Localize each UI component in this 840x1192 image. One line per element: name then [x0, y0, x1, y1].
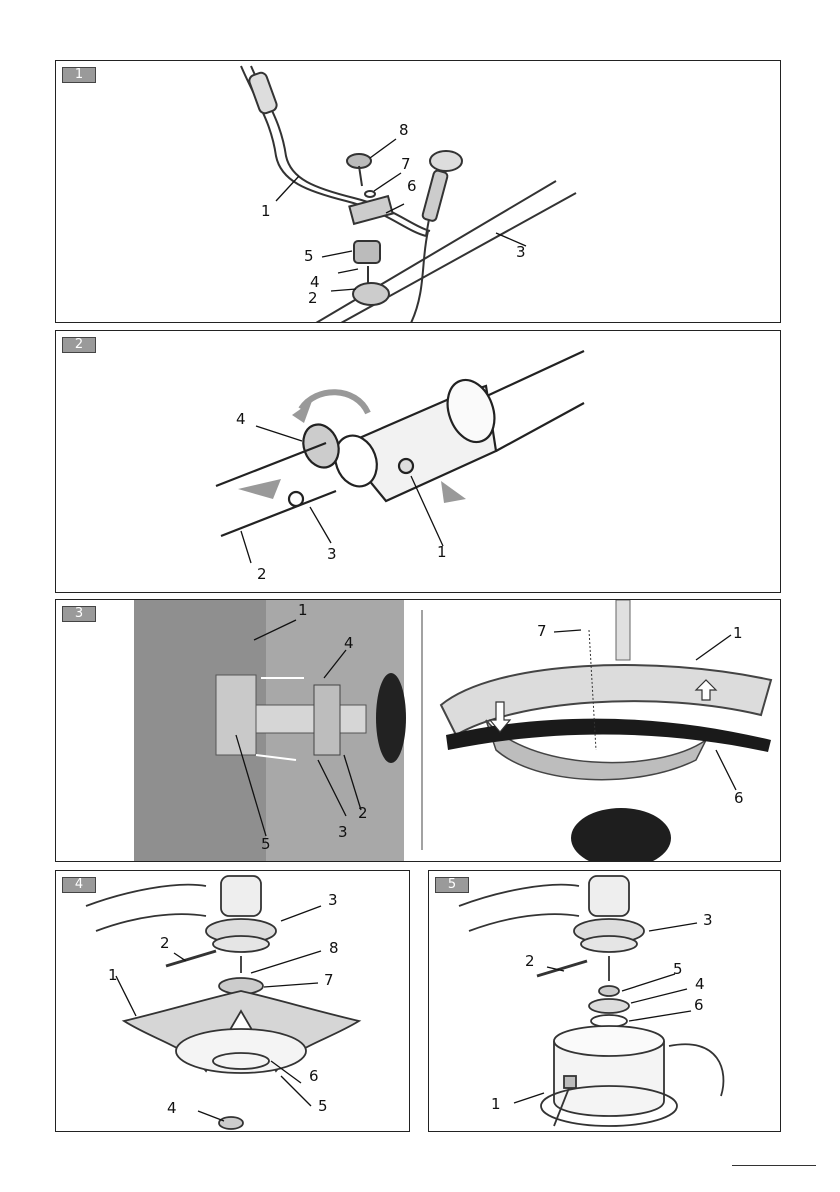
figure-2-callout-4: 4 — [236, 412, 246, 427]
figure-3-callout-3: 3 — [338, 825, 348, 840]
figure-4-callout-1: 1 — [108, 968, 118, 983]
figure-1-callout-3: 3 — [516, 245, 526, 260]
figure-1-callout-5: 5 — [304, 249, 314, 264]
figure-2-callout-2: 2 — [257, 567, 267, 582]
figure-2-panel: 2 — [55, 330, 781, 593]
figure-5-callout-1: 1 — [491, 1097, 501, 1112]
figure-1-callout-7: 7 — [401, 157, 411, 172]
figure-3-callout-5: 5 — [261, 837, 271, 852]
figure-2-callout-3: 3 — [327, 547, 337, 562]
blade-assembly-illustration — [56, 871, 410, 1132]
figure-4-panel: 4 1 2 3 4 5 6 7 8 — [55, 870, 410, 1132]
figure-5-callout-2: 2 — [525, 954, 535, 969]
figure-3-callout-2: 2 — [358, 806, 368, 821]
figure-3-callout-7: 7 — [537, 624, 547, 639]
figure-5-callout-3: 3 — [703, 913, 713, 928]
figure-4-callout-7: 7 — [324, 973, 334, 988]
figure-3-callout-1: 1 — [298, 603, 308, 618]
figure-1-callout-2: 2 — [308, 291, 318, 306]
figure-3-callout-4: 4 — [344, 636, 354, 651]
figure-4-callout-6: 6 — [309, 1069, 319, 1084]
figure-4-callout-3: 3 — [328, 893, 338, 908]
figure-4-callout-5: 5 — [318, 1099, 328, 1114]
figure-1-callout-8: 8 — [399, 123, 409, 138]
figure-3-panel: 3 1 — [55, 599, 781, 862]
figure-2-callout-1: 1 — [437, 545, 447, 560]
footer-rule — [732, 1165, 816, 1166]
figure-1-callout-4: 4 — [310, 275, 320, 290]
figure-5-callout-5: 5 — [673, 962, 683, 977]
figure-1-callout-1: 1 — [261, 204, 271, 219]
figure-4-callout-4: 4 — [167, 1101, 177, 1116]
figure-1-callout-6: 6 — [407, 179, 417, 194]
figure-3-callout-6: 6 — [734, 791, 744, 806]
figure-4-callout-8: 8 — [329, 941, 339, 956]
shaft-coupling-illustration — [56, 331, 781, 593]
figure-5-callout-4: 4 — [695, 977, 705, 992]
figure-5-panel: 5 1 2 3 4 — [428, 870, 781, 1132]
trimmer-head-illustration — [429, 871, 781, 1132]
figure-1-panel: 1 — [55, 60, 781, 323]
figure-4-callout-2: 2 — [160, 936, 170, 951]
figure-3-callout-1-right: 1 — [733, 626, 743, 641]
handle-assembly-illustration — [56, 61, 781, 323]
figure-5-callout-6: 6 — [694, 998, 704, 1013]
guard-mounting-illustration — [56, 600, 781, 862]
